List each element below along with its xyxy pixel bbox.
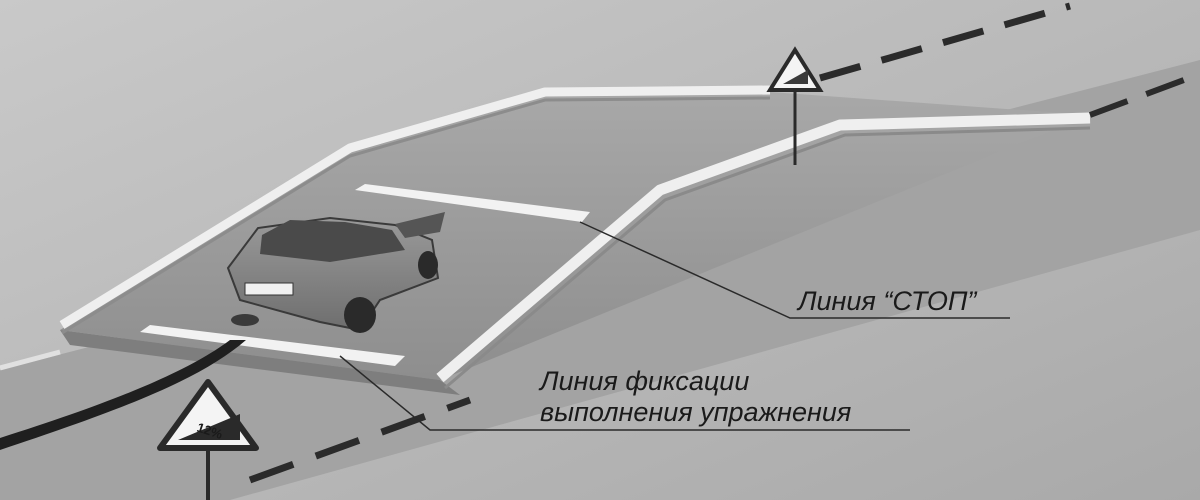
fixation-line-label-line1: Линия фиксации [540,366,851,397]
car-left-wheel [231,314,259,326]
car-license-plate [245,283,293,295]
fixation-line-label-line2: выполнения упражнения [540,397,851,428]
fixation-line-label: Линия фиксации выполнения упражнения [540,366,851,428]
car-rear-wheel [344,297,376,333]
stop-line-label: Линия “СТОП” [798,286,976,317]
car-front-wheel [418,251,438,279]
